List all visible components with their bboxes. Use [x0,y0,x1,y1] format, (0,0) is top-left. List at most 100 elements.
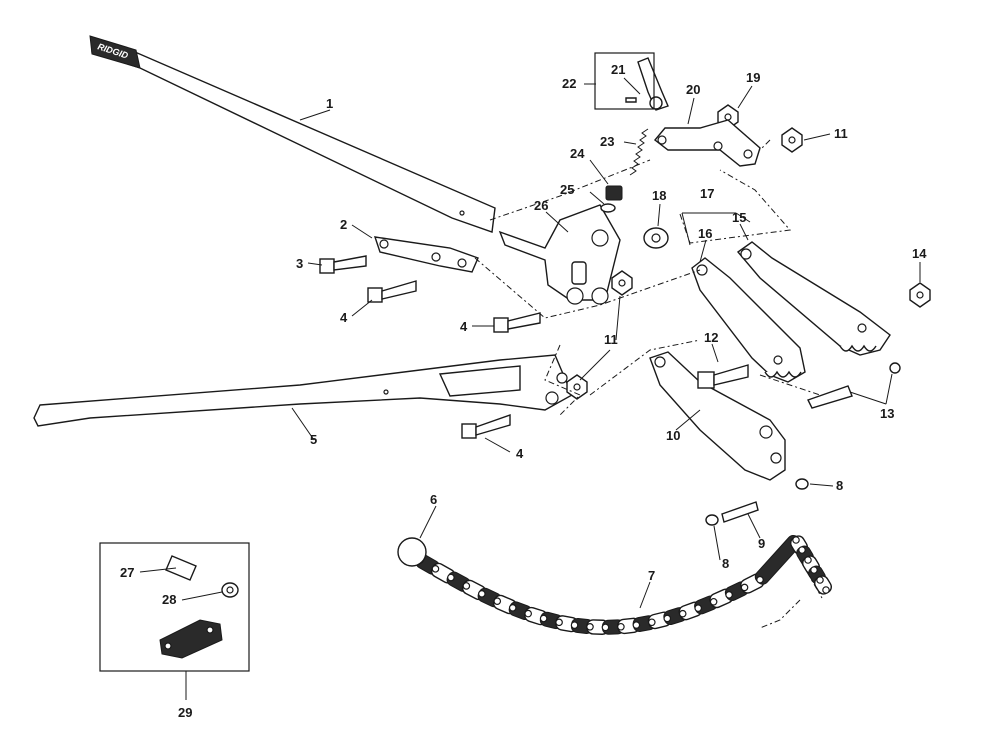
chain-pin [493,597,502,605]
handle-5 [33,354,573,427]
chain-pin [694,604,702,612]
handle-1: RIDGID [89,35,496,233]
callout-8a: 8 [836,478,843,493]
plate-16 [691,257,806,383]
chain-pin [648,618,656,627]
leader-lines [139,77,921,700]
chain-pin [792,536,800,544]
chain-pin [462,582,471,590]
callout-29: 29 [178,705,192,720]
bracket-17 [681,212,751,246]
callout-20: 20 [686,82,700,97]
chain-pin [524,609,532,618]
callout-5: 5 [310,432,317,447]
callout-26: 26 [534,198,548,213]
callout-1: 1 [326,96,333,111]
chain-pin [508,604,517,612]
chain-pin [798,546,806,554]
bolt-3 [319,255,367,274]
callout-28: 28 [162,592,176,607]
bolt-12 [697,364,749,389]
pin-9 [721,501,759,523]
chain-pin [601,623,610,632]
callout-11a: 11 [834,126,848,141]
chain-pin [804,556,812,564]
callout-11b: 11 [604,332,618,347]
box-29 [99,542,250,672]
spring-23 [629,128,649,176]
bracket-26 [498,204,621,305]
chain-pin [478,590,486,598]
chain-pin [725,591,733,599]
callout-4b: 4 [460,319,468,334]
chain-pin [709,597,718,606]
chain-pin [756,575,764,584]
nut-11-mid [611,270,633,296]
nut-11-top [781,127,803,153]
callout-labels: 1 2 3 4 4 4 5 6 7 8 8 9 10 11 11 11 12 1… [120,62,927,720]
box-22 [594,52,655,110]
lever-20 [653,119,761,167]
callout-18: 18 [652,188,666,203]
bolt-4b [493,312,541,333]
plate-10 [649,351,786,481]
chain-pin [570,621,579,629]
bolt-4a [367,280,417,303]
callout-14: 14 [912,246,927,261]
chain-pin [617,622,625,631]
callout-15: 15 [732,210,746,225]
chain-7 [415,535,833,635]
assembly-lines [474,139,823,629]
callout-22: 22 [562,76,576,91]
callout-23: 23 [600,134,614,149]
chain-pin [663,614,672,623]
callout-16: 16 [698,226,712,241]
callout-6: 6 [430,492,437,507]
collar-18 [643,227,669,249]
washer-28 [221,582,239,598]
pin-13 [807,362,901,409]
callout-25: 25 [560,182,574,197]
callout-12: 12 [704,330,718,345]
callout-17: 17 [700,186,714,201]
callout-13: 13 [880,406,894,421]
plate-15 [736,241,891,356]
chain-pin [810,566,818,574]
chain-pin [555,618,563,627]
chain-pin [678,609,687,618]
washer-8-left [705,514,719,526]
washer-25 [600,203,616,213]
nut-11-low [566,374,588,400]
chain-pin [539,614,548,623]
callout-7: 7 [648,568,655,583]
callout-2: 2 [340,217,347,232]
callout-24: 24 [570,146,585,161]
chain-pin [632,621,641,629]
callout-3: 3 [296,256,303,271]
bushing-24 [605,185,623,201]
bolt-4c [461,414,511,439]
chain-pin [447,573,455,582]
callout-4c: 4 [516,446,524,461]
callout-19: 19 [746,70,760,85]
chain-pin [431,565,440,573]
chain-pin [816,576,824,584]
chain-pin [822,586,830,594]
plate-2 [373,236,479,273]
chain-pin [740,583,749,592]
lever-21 [625,57,669,111]
ring-6 [397,537,427,567]
callout-9: 9 [758,536,765,551]
pin-27 [165,555,197,581]
nut-14 [909,282,931,308]
callout-27: 27 [120,565,134,580]
washer-8-right [795,478,809,490]
callout-10: 10 [666,428,680,443]
chain-pin [586,623,594,631]
chain-link-29 [159,619,223,659]
callout-4a: 4 [340,310,348,325]
callout-21: 21 [611,62,625,77]
callout-8b: 8 [722,556,729,571]
